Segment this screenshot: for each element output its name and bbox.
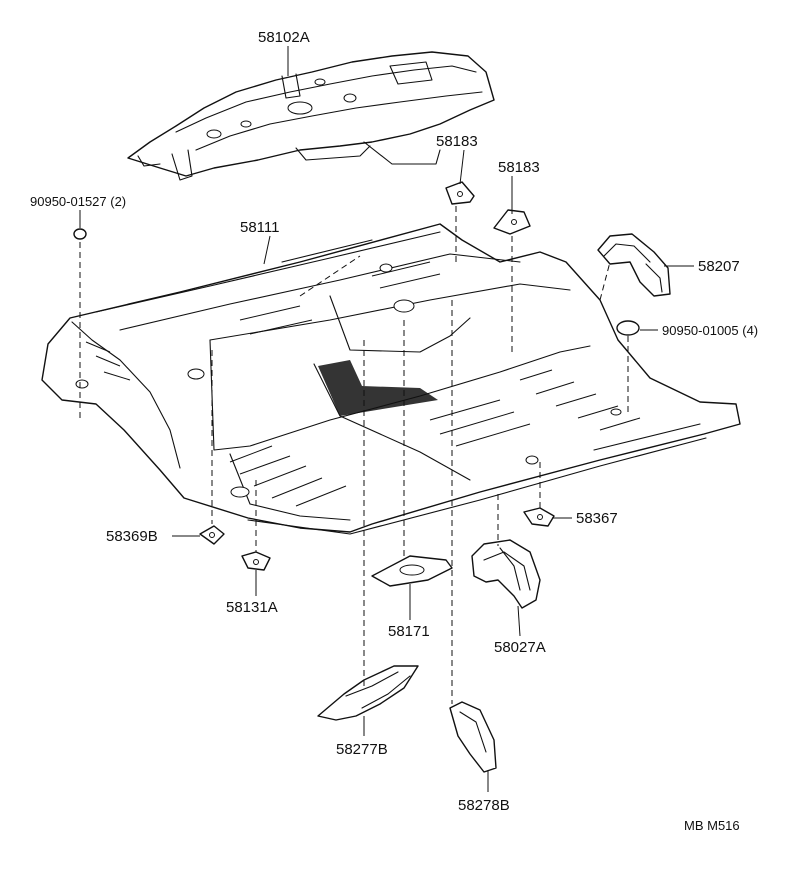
label-58278b: 58278B (458, 797, 510, 814)
diagram-code: MB M516 (684, 818, 740, 833)
label-58027a: 58027A (494, 639, 546, 656)
label-58367: 58367 (576, 510, 618, 527)
part-58027a-bracket (471, 539, 541, 609)
part-58207-bracket (597, 233, 671, 297)
part-58111-main-floor-pan (41, 223, 741, 535)
part-58171-plate (371, 555, 453, 587)
label-58131a: 58131A (226, 599, 278, 616)
part-90950-01005-plug (616, 320, 640, 336)
label-58207: 58207 (698, 258, 740, 275)
label-58102a: 58102A (258, 29, 310, 46)
part-58131a-clip (241, 551, 271, 571)
label-58183-a: 58183 (436, 133, 478, 150)
leader-lines (79, 46, 694, 792)
part-58183-bracket-a (445, 181, 475, 205)
alignment-lines (79, 206, 629, 704)
label-58171: 58171 (388, 623, 430, 640)
part-90950-01527-plug (73, 228, 87, 240)
part-labels: 58102A 58183 58183 90950-01527 (2) 58111… (30, 29, 758, 833)
part-58183-bracket-b (493, 209, 531, 235)
part-58277b-reinforcement (317, 665, 419, 721)
part-58278b-reinforcement (449, 701, 497, 773)
label-90950-01005: 90950-01005 (4) (662, 323, 758, 338)
label-58183-b: 58183 (498, 159, 540, 176)
part-58369b-nut (199, 525, 225, 545)
label-90950-01527: 90950-01527 (2) (30, 194, 126, 209)
label-58111: 58111 (240, 219, 280, 236)
label-58277b: 58277B (336, 741, 388, 758)
label-58369b: 58369B (106, 528, 158, 545)
part-58367-nut (523, 507, 555, 527)
part-58102a-rear-floor-pan (127, 51, 495, 181)
